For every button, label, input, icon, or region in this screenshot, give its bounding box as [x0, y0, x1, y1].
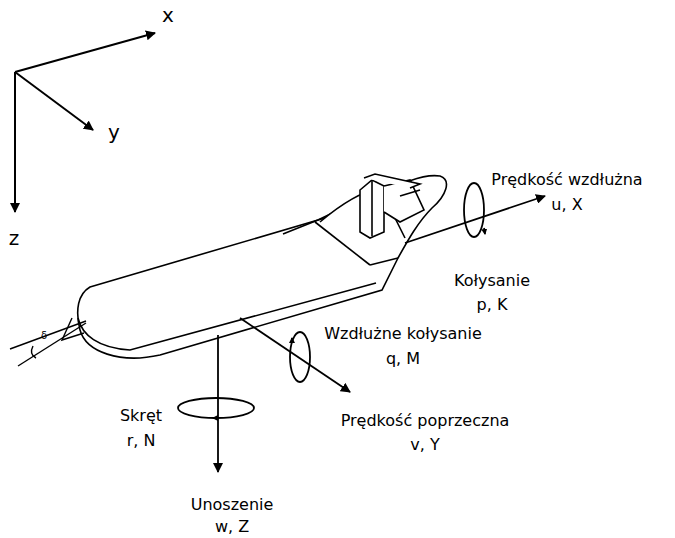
- axes: [15, 33, 155, 212]
- motion-symbol: r, N: [126, 432, 157, 450]
- rudder: [10, 318, 86, 366]
- axis-label: z: [8, 227, 21, 250]
- motion-arrows: [178, 183, 545, 472]
- motion-name: Skręt: [119, 407, 163, 425]
- motion-symbol: u, X: [550, 196, 583, 214]
- axis-label: y: [107, 121, 121, 144]
- motion-name: Prędkość wzdłużna: [490, 171, 643, 189]
- motion-symbol: w, Z: [214, 518, 250, 536]
- motion-name: Unoszenie: [190, 496, 275, 514]
- motion-symbol: v, Y: [409, 436, 440, 454]
- angle-symbol: δ: [40, 330, 48, 342]
- motion-name: Prędkość poprzeczna: [340, 412, 511, 430]
- motion-symbol: p, K: [476, 296, 509, 314]
- motion-name: Wzdłużne kołysanie: [323, 325, 483, 343]
- motion-name: Kołysanie: [453, 272, 531, 290]
- motion-symbol: q, M: [385, 350, 421, 368]
- axis-label: x: [161, 4, 175, 27]
